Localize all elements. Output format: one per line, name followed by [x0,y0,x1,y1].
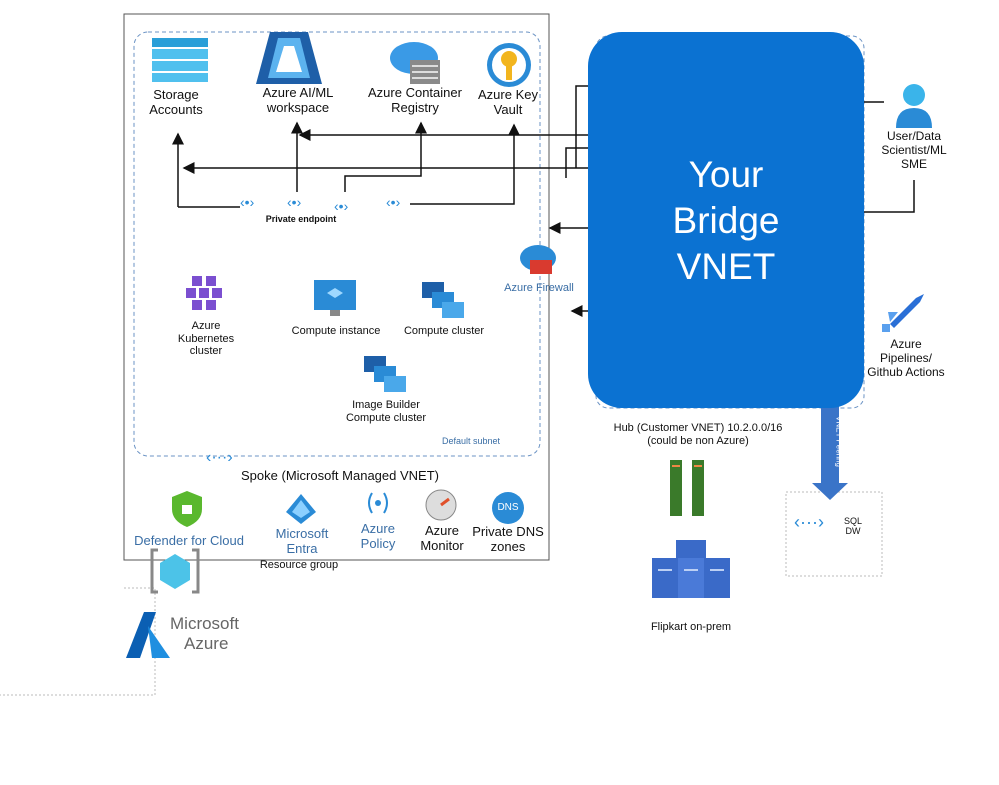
firewall-icon [518,242,558,276]
image-builder-label: Image Builder Compute cluster [345,399,427,424]
image-builder-icon [364,356,408,394]
compute-cluster-icon [422,282,466,320]
dns-icon: DNS [492,492,524,524]
compute-instance-icon [314,280,356,318]
container-registry-label: Azure Container Registry [368,85,462,115]
private-endpoint-icon-1: ‹•› [240,194,255,210]
resource-group-box [123,13,550,561]
defender-label: Defender for Cloud [134,533,244,548]
monitor-label: Azure Monitor [420,523,464,553]
default-subnet-box [133,31,541,457]
onprem-label: Flipkart on-prem [650,621,732,633]
hub-label: Hub (Customer VNET) 10.2.0.0/16 (could b… [613,422,783,447]
sql-icon: ‹···› [794,512,824,532]
entra-label: Microsoft Entra [275,526,329,556]
expressroute-icon [668,460,708,516]
sql-label: SQL DW [843,516,862,537]
azure-ml-icon [256,32,322,84]
storage-accounts-icon [152,38,208,82]
storage-accounts-label: Storage Accounts [149,87,203,117]
entra-icon [286,494,316,524]
user-label: User/Data Scientist/ML SME [881,129,947,171]
monitor-icon [425,489,457,521]
default-subnet-label: Default subnet [441,436,501,446]
user-icon [896,84,932,128]
compute-cluster-label: Compute cluster [403,325,485,337]
policy-icon [366,491,390,515]
private-endpoint-icon-2: ‹•› [287,194,302,210]
container-registry-icon [384,38,446,86]
firewall-label: Azure Firewall [504,282,574,294]
compute-instance-label: Compute instance [291,325,381,337]
private-endpoint-label: Private endpoint [265,214,337,224]
microsoft-logo-text: Microsoft [170,614,239,633]
vnet-peering-label: VNET Peering [834,416,844,467]
private-endpoint-icon-3: ‹•› [334,198,349,214]
policy-label: Azure Policy [360,521,396,551]
pipelines-icon [880,292,926,334]
kubernetes-icon [186,276,222,312]
resource-group-label: Resource group [259,559,339,571]
dns-label: Private DNS zones [472,524,544,554]
bridge-vnet-title: Your Bridge VNET [672,154,780,287]
on-prem-servers-icon [652,540,730,602]
azure-ml-label: Azure AI/ML workspace [262,85,334,115]
defender-icon [172,491,202,527]
azure-bracket-icon [150,546,200,596]
azure-logo-text: Azure [184,634,229,653]
kubernetes-label: Azure Kubernetes cluster [177,320,235,358]
spoke-label: Spoke (Microsoft Managed VNET) [241,468,439,483]
private-endpoint-icon-4: ‹•› [386,194,401,210]
key-vault-icon [486,42,532,88]
vnet-icon: ‹···› [206,449,233,466]
azure-logo-icon [126,612,170,658]
pipelines-label: Azure Pipelines/ Github Actions [867,337,945,379]
bridge-vnet-box: Your Bridge VNET [588,32,864,408]
key-vault-label: Azure Key Vault [478,87,538,117]
